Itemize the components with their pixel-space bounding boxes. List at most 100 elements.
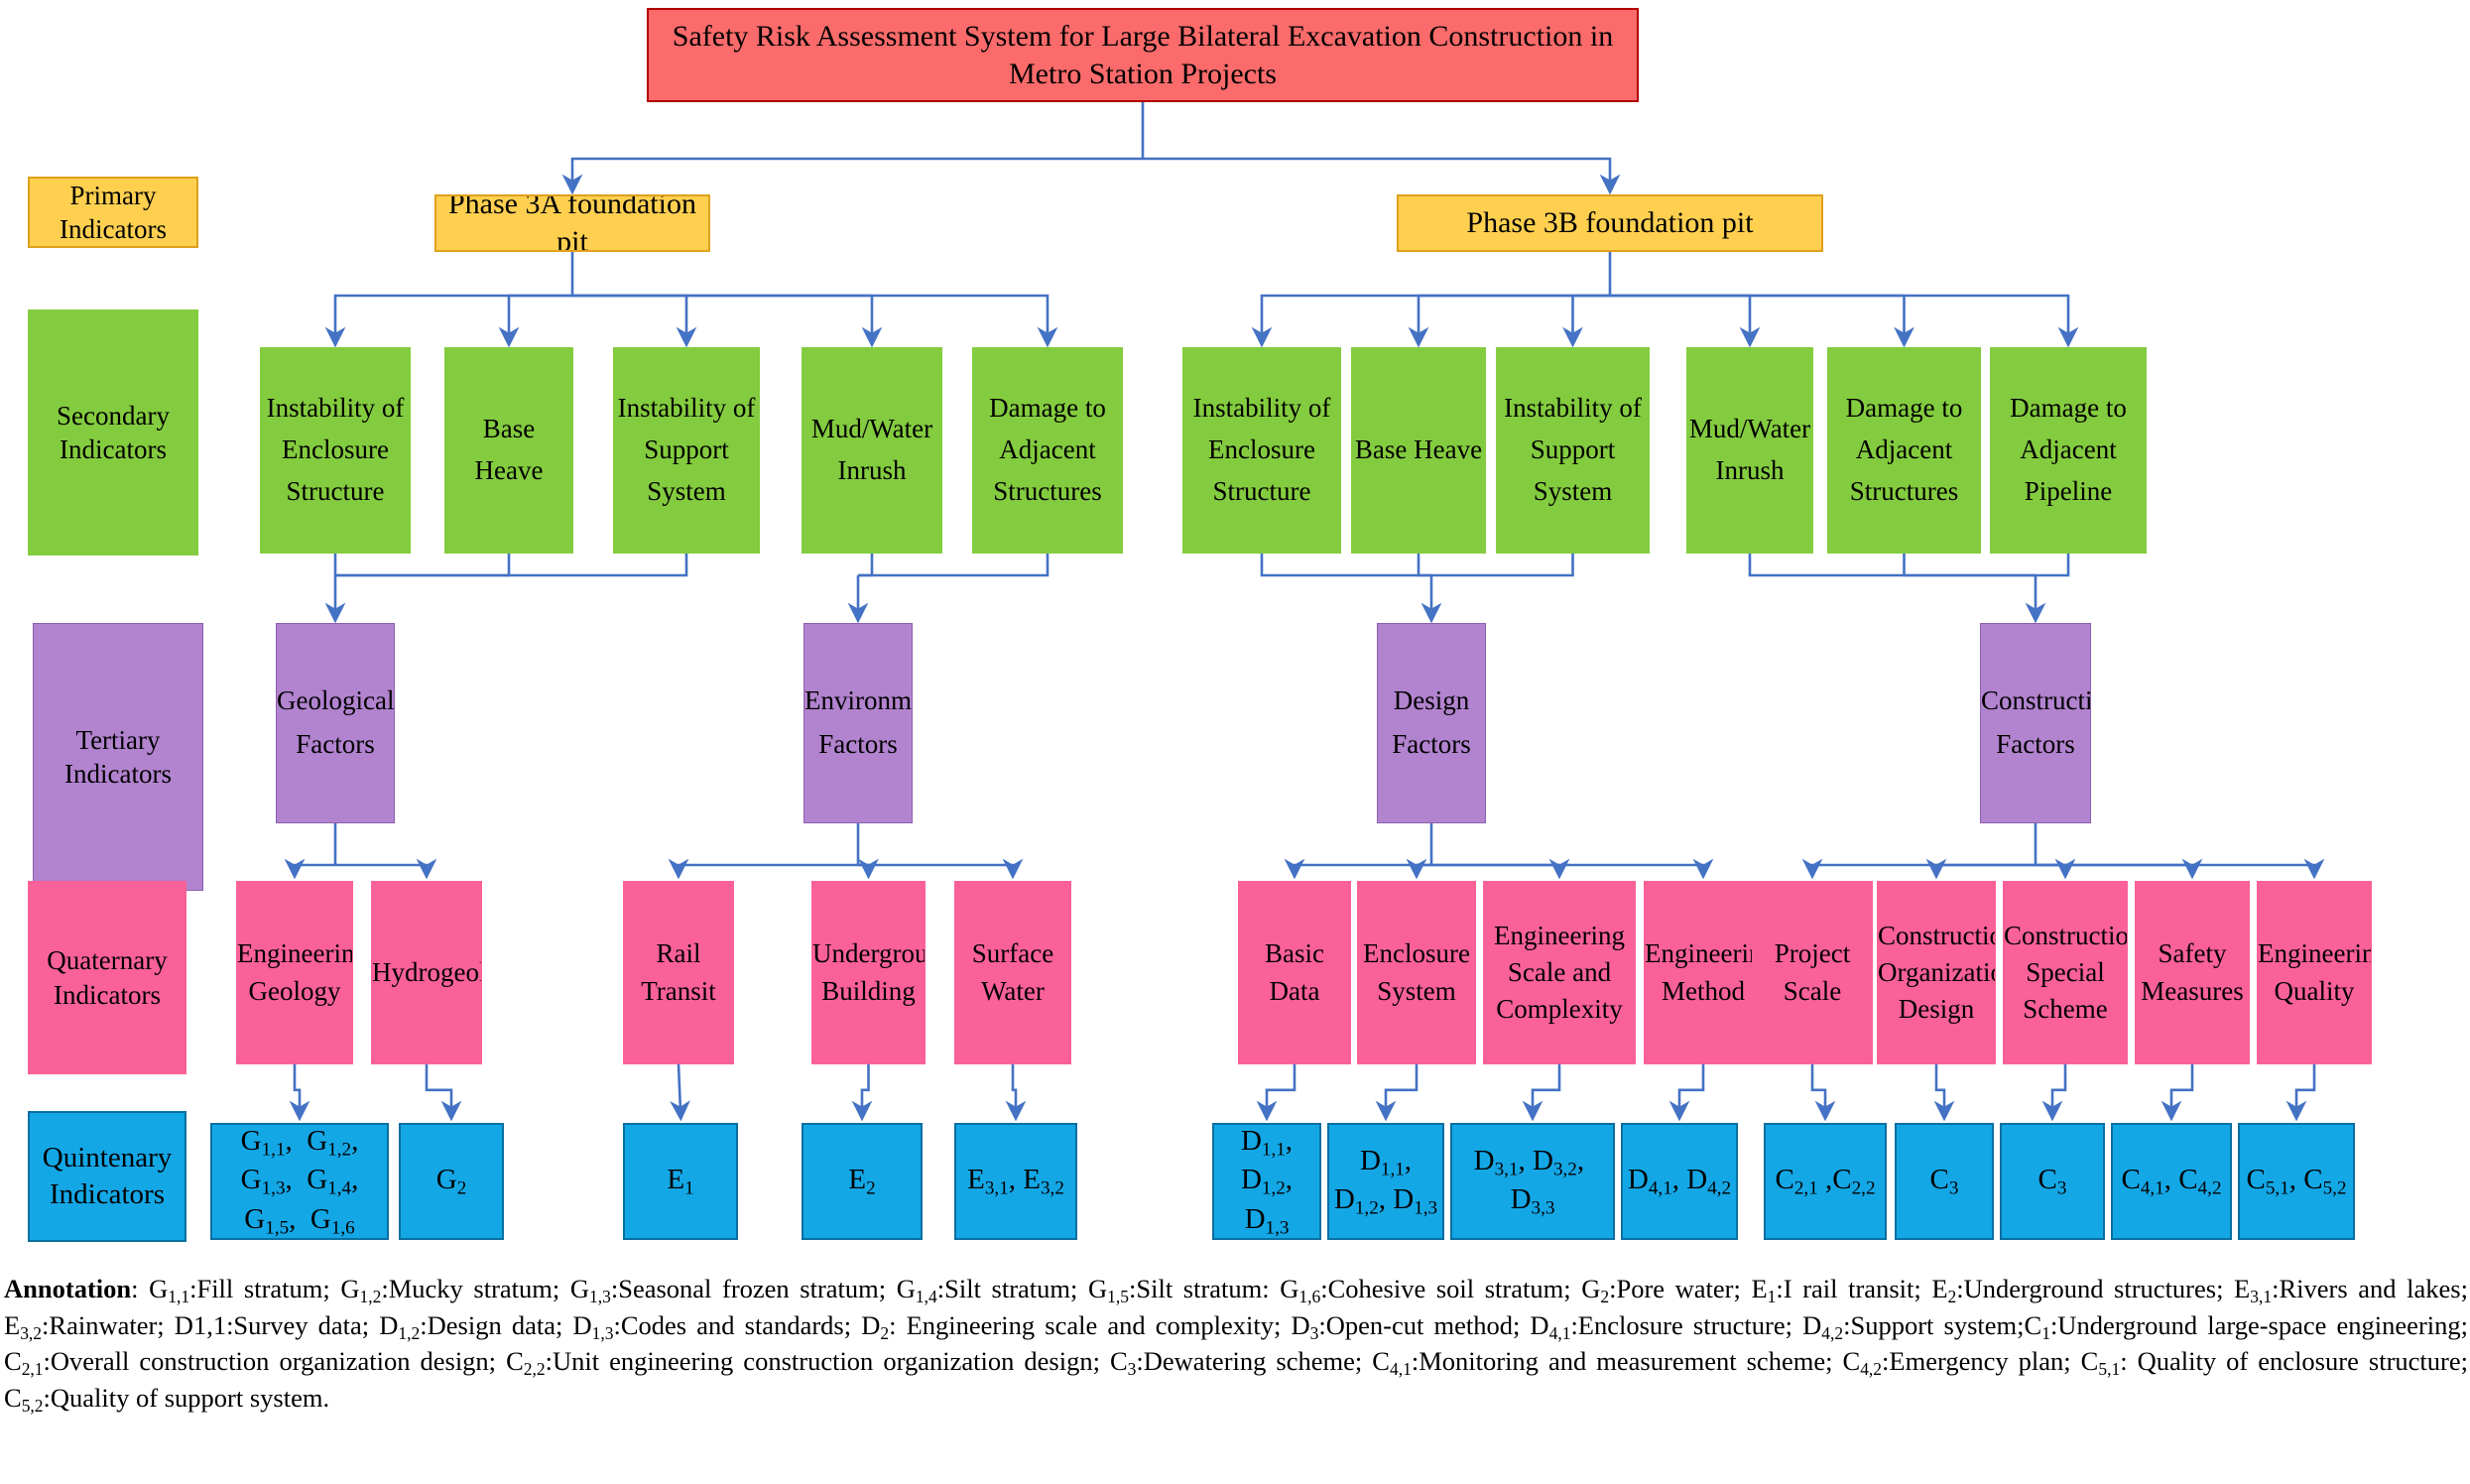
quintenary-node-label: E3,1, E3,2 — [967, 1164, 1064, 1199]
quaternary-node-8: Engineering Scale and Complexity — [1483, 881, 1636, 1064]
tertiary-node-label: Design Factors — [1392, 685, 1471, 759]
quaternary-node-label: Engineering Quality — [2258, 938, 2371, 1006]
legend-quaternary-label: Quaternary Indicators — [47, 945, 168, 1010]
quintenary-node-10: C2,1 ,C2,2 — [1764, 1123, 1887, 1240]
quintenary-node-9: D4,1, D4,2 — [1621, 1123, 1738, 1240]
quaternary-node-label: Basic Data — [1265, 938, 1324, 1006]
secondary-node-label: Damage to Adjacent Pipeline — [2010, 393, 2127, 506]
secondary-node-1: Instability of Enclosure Structure — [260, 347, 411, 554]
quintenary-node-1: G1,1, G1,2, G1,3, G1,4, G1,5, G1,6 — [210, 1123, 389, 1240]
secondary-node-10: Damage to Adjacent Structures — [1827, 347, 1981, 554]
secondary-node-4: Mud/Water Inrush — [802, 347, 942, 554]
quaternary-node-label: Construction Special Scheme — [2004, 920, 2128, 1025]
quaternary-node-12: Construction Special Scheme — [2003, 881, 2128, 1064]
quaternary-node-label: Hydrogeology — [372, 956, 481, 987]
quaternary-node-4: Underground Building — [811, 881, 926, 1064]
tertiary-node-1: Geological Factors — [276, 623, 395, 823]
quintenary-node-label: C2,1 ,C2,2 — [1775, 1164, 1876, 1199]
tertiary-node-2: Environmental Factors — [803, 623, 913, 823]
secondary-node-9: Mud/Water Inrush — [1686, 347, 1813, 554]
secondary-node-label: Mud/Water Inrush — [1688, 414, 1811, 485]
quintenary-node-12: C3 — [2000, 1123, 2105, 1240]
quintenary-node-label: E2 — [848, 1164, 876, 1199]
tertiary-node-label: Geological Factors — [277, 685, 395, 759]
tertiary-node-3: Design Factors — [1377, 623, 1486, 823]
legend-quaternary-indicators: Quaternary Indicators — [28, 881, 186, 1074]
quintenary-node-label: D1,1, D1,2, D1,3 — [1333, 1144, 1438, 1219]
legend-quintenary-label: Quintenary Indicators — [42, 1142, 173, 1210]
secondary-node-8: Instability of Support System — [1496, 347, 1650, 554]
quintenary-node-label: C3 — [2038, 1164, 2067, 1199]
quaternary-node-label: Underground Building — [812, 938, 925, 1006]
legend-tertiary-indicators: Tertiary Indicators — [33, 623, 203, 891]
legend-tertiary-label: Tertiary Indicators — [64, 724, 172, 789]
quaternary-node-14: Engineering Quality — [2257, 881, 2372, 1064]
quintenary-node-11: C3 — [1895, 1123, 1994, 1240]
quaternary-node-2: Hydrogeology — [371, 881, 482, 1064]
system-title-label: Safety Risk Assessment System for Large … — [672, 19, 1614, 90]
secondary-node-label: Instability of Enclosure Structure — [266, 393, 405, 506]
quintenary-node-label: D3,1, D3,2, D3,3 — [1473, 1144, 1592, 1219]
secondary-node-label: Instability of Enclosure Structure — [1192, 393, 1331, 506]
quintenary-node-label: D1,1, D1,2, D1,3 — [1240, 1124, 1294, 1239]
system-title-node: Safety Risk Assessment System for Large … — [647, 8, 1639, 102]
primary-node-2: Phase 3B foundation pit — [1397, 194, 1823, 252]
quintenary-node-label: G1,1, G1,2, G1,3, G1,4, G1,5, G1,6 — [240, 1124, 359, 1239]
secondary-node-label: Base Heave — [474, 414, 544, 485]
quaternary-node-label: Engineering Geology — [237, 938, 352, 1006]
primary-node-1: Phase 3A foundation pit — [434, 194, 710, 252]
secondary-node-label: Damage to Adjacent Structures — [1845, 393, 1963, 506]
quaternary-node-10: Project Scale — [1752, 881, 1873, 1064]
legend-primary-label: Primary Indicators — [60, 180, 167, 244]
quaternary-node-11: Construction Organization Design — [1877, 881, 1996, 1064]
secondary-node-label: Base Heave — [1354, 434, 1483, 465]
secondary-node-label: Mud/Water Inrush — [810, 414, 933, 485]
annotation-block: Annotation: G1,1:Fill stratum; G1,2:Muck… — [4, 1272, 2468, 1417]
quintenary-node-14: C5,1, C5,2 — [2238, 1123, 2355, 1240]
quintenary-node-5: E3,1, E3,2 — [954, 1123, 1077, 1240]
legend-primary-indicators: Primary Indicators — [28, 177, 198, 248]
quintenary-node-2: G2 — [399, 1123, 504, 1240]
quintenary-node-6: D1,1, D1,2, D1,3 — [1212, 1123, 1321, 1240]
quaternary-node-7: Enclosure System — [1357, 881, 1476, 1064]
quintenary-node-label: G2 — [435, 1164, 467, 1199]
secondary-node-6: Instability of Enclosure Structure — [1182, 347, 1341, 554]
quintenary-node-label: D4,1, D4,2 — [1627, 1164, 1732, 1199]
quaternary-node-label: Construction Organization Design — [1878, 920, 1995, 1025]
quintenary-node-13: C4,1, C4,2 — [2111, 1123, 2232, 1240]
tertiary-node-4: Construction Factors — [1980, 623, 2091, 823]
quaternary-node-label: Surface Water — [971, 938, 1054, 1006]
quaternary-node-label: Engineering Method — [1645, 938, 1763, 1006]
quaternary-node-label: Rail Transit — [641, 938, 716, 1006]
legend-quintenary-indicators: Quintenary Indicators — [28, 1111, 186, 1242]
secondary-node-11: Damage to Adjacent Pipeline — [1990, 347, 2147, 554]
quaternary-node-label: Enclosure System — [1363, 938, 1470, 1006]
quaternary-node-1: Engineering Geology — [236, 881, 353, 1064]
primary-node-label: Phase 3A foundation pit — [448, 194, 696, 252]
quintenary-node-4: E2 — [802, 1123, 923, 1240]
secondary-node-3: Instability of Support System — [613, 347, 760, 554]
annotation-text: Annotation: G1,1:Fill stratum; G1,2:Muck… — [4, 1274, 2468, 1416]
secondary-node-2: Base Heave — [444, 347, 573, 554]
quaternary-node-13: Safety Measures — [2135, 881, 2250, 1064]
quintenary-node-8: D3,1, D3,2, D3,3 — [1450, 1123, 1615, 1240]
quaternary-node-label: Project Scale — [1774, 938, 1851, 1006]
quintenary-node-label: C4,1, C4,2 — [2121, 1164, 2222, 1199]
quaternary-node-3: Rail Transit — [623, 881, 734, 1064]
quintenary-node-3: E1 — [623, 1123, 738, 1240]
tertiary-node-label: Environmental Factors — [804, 685, 912, 759]
secondary-node-label: Instability of Support System — [1504, 393, 1642, 506]
secondary-node-5: Damage to Adjacent Structures — [972, 347, 1123, 554]
tertiary-node-label: Construction Factors — [1981, 685, 2090, 759]
quintenary-node-7: D1,1, D1,2, D1,3 — [1327, 1123, 1444, 1240]
quaternary-node-6: Basic Data — [1238, 881, 1351, 1064]
quaternary-node-label: Engineering Scale and Complexity — [1494, 920, 1625, 1025]
primary-node-label: Phase 3B foundation pit — [1466, 206, 1754, 240]
secondary-node-label: Instability of Support System — [617, 393, 756, 506]
quintenary-node-label: E1 — [667, 1164, 694, 1199]
quintenary-node-label: C5,1, C5,2 — [2246, 1164, 2347, 1199]
quintenary-node-label: C3 — [1929, 1164, 1959, 1199]
quaternary-node-5: Surface Water — [954, 881, 1071, 1064]
quaternary-node-9: Engineering Method — [1644, 881, 1763, 1064]
